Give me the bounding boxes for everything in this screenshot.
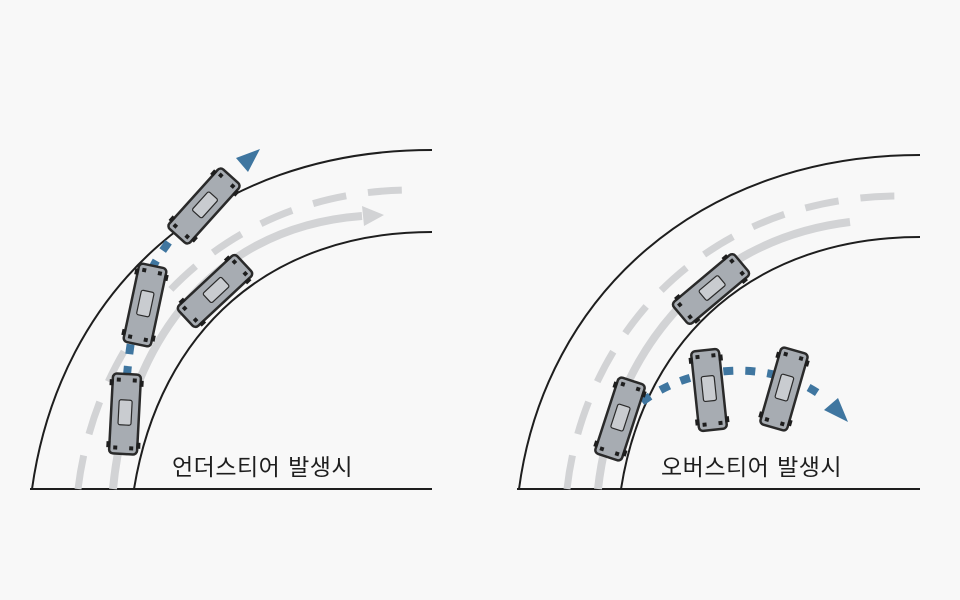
lane-center-dashes bbox=[74, 186, 413, 490]
car-icon bbox=[163, 163, 245, 249]
understeer-panel bbox=[30, 149, 433, 490]
car-icon bbox=[104, 371, 146, 457]
ideal-path-arrow-icon bbox=[362, 206, 384, 226]
car-icon bbox=[686, 347, 732, 433]
road-outer-edge bbox=[31, 149, 433, 490]
oversteer-label: 오버스티어 발생시 bbox=[661, 455, 843, 481]
vehicle-path-arrow-icon bbox=[824, 398, 848, 422]
road-inner-edge bbox=[133, 231, 433, 490]
road-inner-edge bbox=[620, 236, 921, 490]
vehicle-path bbox=[639, 366, 825, 406]
car-icon bbox=[755, 344, 813, 434]
vehicle-path-arrow-icon bbox=[236, 149, 260, 172]
oversteer-panel bbox=[517, 154, 921, 490]
lane-center-dashes bbox=[563, 192, 901, 490]
road-outer-edge bbox=[518, 154, 921, 490]
understeer-label: 언더스티어 발생시 bbox=[172, 455, 354, 481]
